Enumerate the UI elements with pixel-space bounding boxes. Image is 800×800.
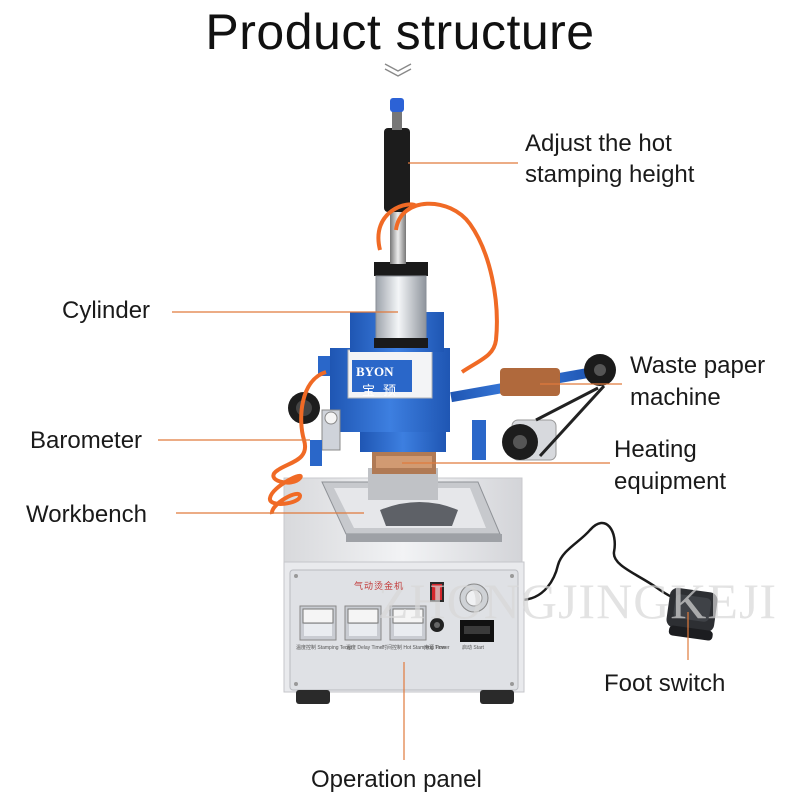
waste-paper-machine — [450, 354, 616, 461]
label-waste-paper-line2: machine — [630, 384, 721, 411]
leader-lines — [158, 162, 689, 760]
page-title: Product structure — [205, 4, 595, 60]
label-waste-paper-line1: Waste paper — [630, 352, 766, 379]
barometer — [288, 356, 341, 466]
label-heating-line2: equipment — [614, 468, 727, 495]
label-adjust-height-line2: stamping height — [525, 161, 695, 188]
heating-equipment — [360, 432, 446, 474]
brand-logo-cn: 宝预 — [362, 383, 405, 398]
label-adjust-height-line1: Adjust the hot — [525, 130, 672, 157]
label-barometer: Barometer — [30, 427, 143, 454]
gauge-label-1: 温度控制 Stamping Temp — [296, 645, 353, 651]
label-operation-panel: Operation panel — [311, 766, 482, 793]
foot-switch-cable — [519, 521, 687, 604]
watermark: ZHONGJINGKEJI — [378, 573, 778, 629]
operation-panel — [299, 582, 494, 642]
gauge-label-3: 时间控制 Hot Stamping Time — [382, 645, 446, 651]
panel-title: 气动烫金机 — [354, 581, 405, 591]
foot-switch — [666, 587, 718, 641]
chevron-down-icon — [384, 63, 412, 77]
air-hose — [268, 201, 499, 515]
switch-label-start: 启动 Start — [462, 645, 484, 651]
label-foot-switch: Foot switch — [604, 670, 726, 697]
label-heating-line1: Heating — [614, 436, 697, 463]
label-workbench: Workbench — [26, 501, 147, 528]
switch-label-power: 电源 Power — [424, 645, 450, 651]
gauge-label-2: 温度 Delay Time — [346, 645, 383, 651]
brand-logo: BYON — [356, 364, 394, 379]
cylinder — [374, 98, 428, 348]
label-cylinder: Cylinder — [62, 297, 151, 324]
